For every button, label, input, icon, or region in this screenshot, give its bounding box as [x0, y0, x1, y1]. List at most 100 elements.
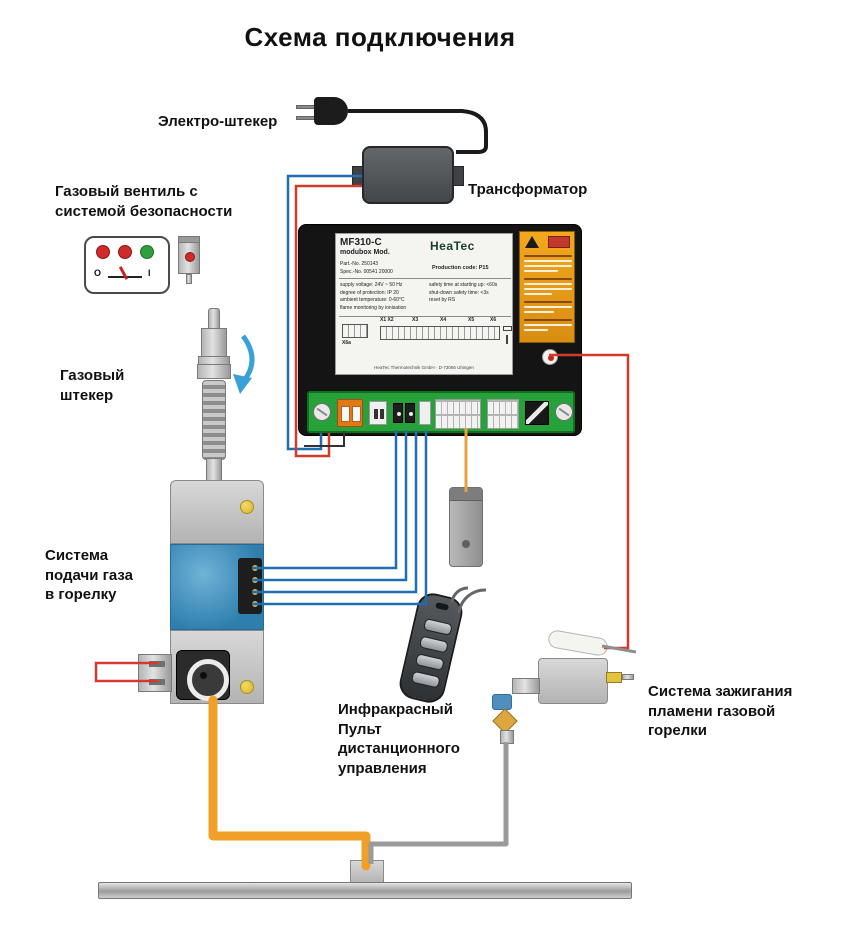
- label-transformer: Трансформатор: [468, 181, 588, 198]
- safety-button-green: [140, 245, 154, 259]
- connector-white-small: [419, 401, 431, 425]
- terminal-row: [380, 326, 500, 340]
- ignition-left-fitting: [512, 678, 540, 694]
- valve-connector: [238, 558, 262, 614]
- control-box-label: MF310-C modubox Mod. HeaTec Part.-No. 25…: [335, 233, 513, 375]
- valve-blue-wire-4: [252, 430, 428, 606]
- label-electric-plug: Электро-штекер: [158, 113, 278, 130]
- valve-knob: [176, 650, 230, 701]
- warning-text-block: [520, 252, 576, 331]
- safety-panel-icon: O I: [84, 236, 170, 294]
- transformer-icon: [362, 146, 454, 204]
- valve-left-stub: [138, 654, 172, 692]
- ignition-valve-body: [538, 658, 608, 704]
- remote-ir-lens: [435, 602, 450, 611]
- ignition-blue-fitting: [492, 694, 512, 710]
- remote-control: [396, 590, 466, 706]
- valve-blue-wire-2: [252, 430, 408, 582]
- terminal-x6a-label: X6a: [342, 340, 351, 346]
- label-remote: Инфракрасный Пульт дистанционного управл…: [338, 701, 460, 777]
- remote-button-4: [410, 670, 441, 689]
- warning-panel: [519, 231, 575, 343]
- valve-screw-bottom: [240, 680, 254, 694]
- connector-multipin-1: [435, 399, 481, 429]
- terminal-label-x1x2: X1 X2: [380, 317, 394, 323]
- safety-button-red-2: [118, 245, 132, 259]
- stub-terminal-2: [149, 679, 165, 685]
- remote-button-1: [422, 618, 453, 637]
- model-text: MF310-C: [340, 237, 382, 248]
- label-footer: HeaTec Thermotechnik GmbH · D-73066 Uhin…: [374, 365, 474, 370]
- ignition-yellow-connector: [606, 672, 622, 683]
- connector-white-2pin: [369, 401, 387, 425]
- terminal-label-x3: X3: [412, 317, 419, 323]
- ground-icon: [506, 335, 508, 344]
- page-title: Схема подключения: [244, 22, 516, 52]
- plug-pin-bottom: [296, 116, 316, 120]
- label-gas-plug: Газовый штекер: [60, 367, 125, 404]
- electric-plug-icon: [314, 97, 348, 125]
- mini-valve-stem: [186, 274, 192, 284]
- specs-right: safety time at starting up: <60s shut-do…: [429, 282, 498, 303]
- warning-triangle-icon: [525, 236, 539, 248]
- stub-terminal-1: [149, 661, 165, 667]
- connector-multipin-2: [487, 399, 519, 429]
- burner-manifold: [98, 882, 632, 899]
- ignition-pipe-hub: [500, 730, 514, 744]
- reset-button: [542, 349, 558, 365]
- brand-logo: HeaTec: [430, 239, 475, 253]
- connector-black-2: [405, 403, 415, 423]
- valve-knob-ring: [187, 659, 229, 701]
- connector-striped: [525, 401, 549, 425]
- warning-red-chip: [548, 236, 570, 248]
- mini-valve-red-dot: [185, 252, 195, 262]
- plug-pin-top: [296, 105, 316, 109]
- label-gas-valve: Газовый вентиль с системой безопасности: [55, 183, 233, 220]
- sensor-cap: [450, 488, 482, 501]
- dial-on-mark: I: [148, 268, 151, 278]
- terminal-block-x6a: [342, 324, 368, 338]
- terminal-labels-row: X1 X2 X3 X4 X5 X6: [380, 317, 500, 324]
- terminal-label-x6: X6: [490, 317, 497, 323]
- specs-left: supply voltage: 24V ~ 50 Hz degree of pr…: [340, 282, 407, 311]
- series-text: modubox Mod.: [340, 249, 390, 256]
- valve-knob-center: [200, 672, 207, 679]
- gas-plug-nut: [197, 364, 231, 379]
- safety-button-red-1: [96, 245, 110, 259]
- ignition-insulator: [546, 628, 610, 658]
- gas-plug-tip: [208, 308, 220, 330]
- ir-signal-arc-2: [457, 588, 487, 614]
- terminal-strip: [307, 391, 575, 433]
- label-divider-1: [339, 278, 511, 279]
- sensor-hole: [462, 540, 470, 548]
- terminal-label-x4: X4: [440, 317, 447, 323]
- connector-black-1: [393, 403, 403, 423]
- id-numbers: Part.-No. 250143 Spec.-No. 00541 20000: [340, 261, 393, 275]
- remote-button-3: [414, 653, 445, 672]
- connector-orange: [337, 399, 363, 427]
- production-code: Production code: P15: [432, 265, 489, 271]
- terminal-label-x5: X5: [468, 317, 475, 323]
- strip-screw-left: [313, 403, 331, 421]
- dial-off-mark: O: [94, 268, 102, 278]
- gas-plug-body: [201, 328, 227, 358]
- remote-button-2: [418, 635, 449, 654]
- label-ignition: Система зажигания пламени газовой горелк…: [648, 683, 793, 739]
- control-box: MF310-C modubox Mod. HeaTec Part.-No. 25…: [298, 224, 582, 436]
- manifold-center-block: [350, 860, 384, 884]
- valve-blue-wire-1: [252, 430, 398, 570]
- gas-hose-connector: [206, 458, 222, 482]
- mini-valve-icon: [178, 242, 200, 274]
- strip-screw-right: [555, 403, 573, 421]
- valve-screw-top: [240, 500, 254, 514]
- gas-hose: [202, 380, 226, 460]
- reset-red-dot: [548, 355, 554, 361]
- label-gas-supply: Система подачи газа в горелку: [45, 547, 133, 603]
- valve-blue-wire-3: [252, 430, 418, 594]
- ionisation-sensor: [449, 487, 483, 567]
- label-divider-2: [339, 316, 511, 317]
- rotate-arrow: [240, 334, 255, 384]
- ignition-tip: [622, 674, 634, 680]
